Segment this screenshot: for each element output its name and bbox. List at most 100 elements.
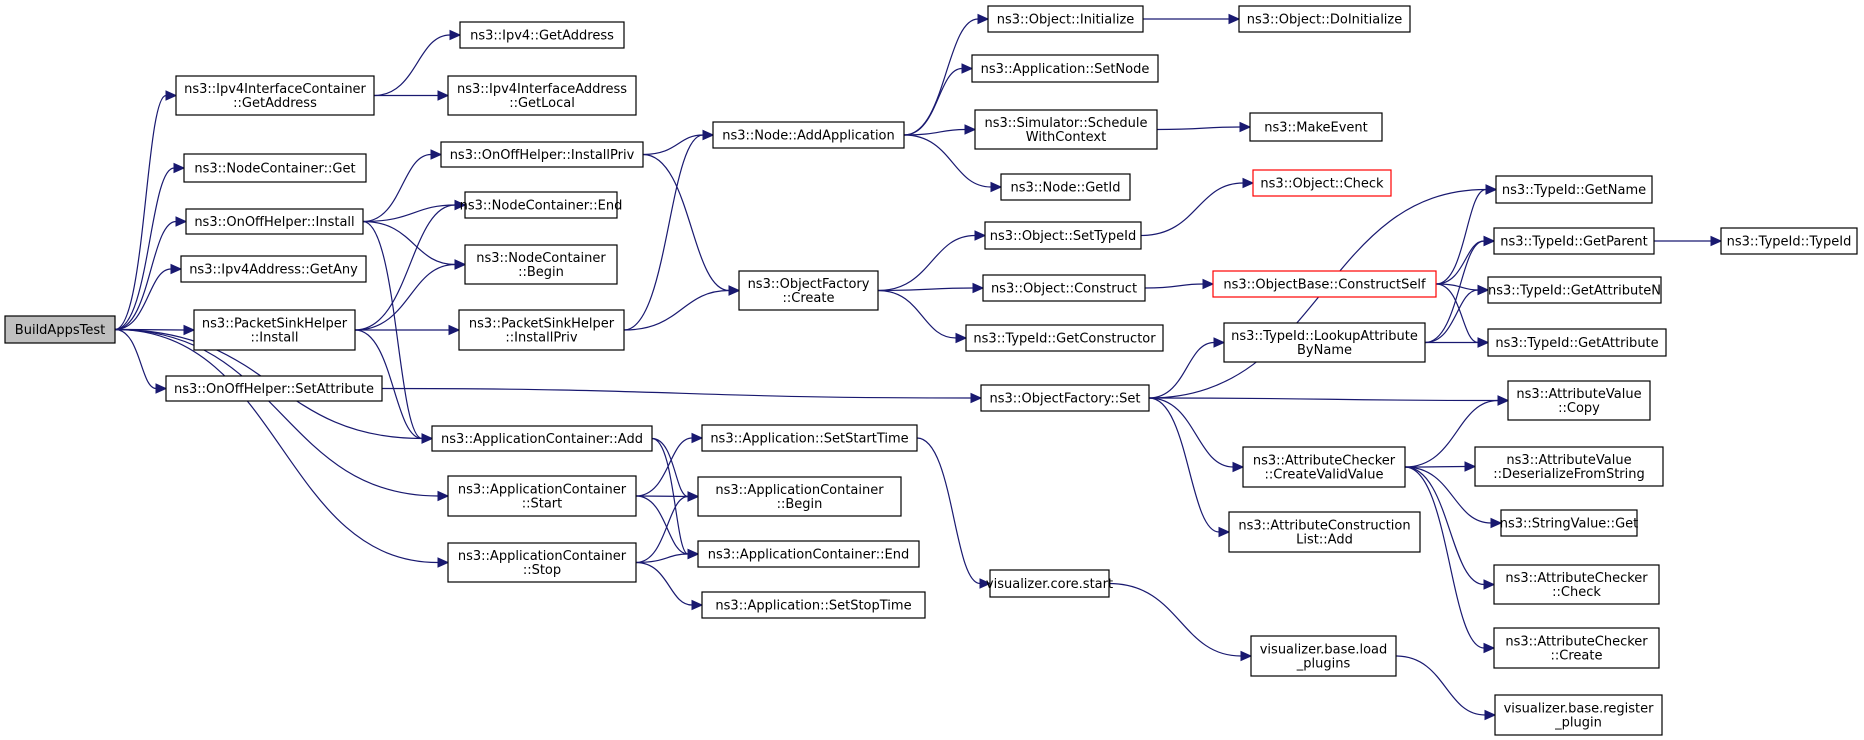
node-box[interactable]: [1249, 112, 1383, 142]
node-box[interactable]: [738, 270, 879, 311]
node-n47[interactable]: ns3::AttributeChecker::Create: [1493, 627, 1660, 669]
node-n21[interactable]: ns3::ObjectFactory::Create: [738, 270, 879, 311]
node-box[interactable]: [989, 569, 1110, 598]
node-n29[interactable]: ns3::ObjectFactory::Set: [980, 384, 1150, 412]
node-box[interactable]: [1493, 227, 1655, 255]
node-box[interactable]: [1494, 694, 1663, 736]
node-n14[interactable]: ns3::NodeContainer::Begin: [464, 244, 618, 285]
node-box[interactable]: [1487, 328, 1667, 357]
node-box[interactable]: [1228, 511, 1421, 553]
node-n20[interactable]: ns3::Node::AddApplication: [712, 121, 905, 149]
node-n0[interactable]: BuildAppsTest: [4, 315, 116, 344]
node-box[interactable]: [980, 384, 1150, 412]
node-box[interactable]: [183, 153, 367, 183]
node-n33[interactable]: ns3::Object::Check: [1252, 169, 1392, 197]
node-box[interactable]: [1223, 322, 1426, 363]
node-box[interactable]: [697, 476, 902, 517]
node-box[interactable]: [971, 54, 1159, 83]
node-n26[interactable]: ns3::Object::SetTypeId: [984, 221, 1142, 250]
node-box[interactable]: [458, 309, 625, 351]
node-n4[interactable]: ns3::Ipv4Address::GetAny: [180, 255, 367, 283]
node-n8[interactable]: ns3::ApplicationContainer::Start: [447, 475, 637, 517]
node-box[interactable]: [701, 424, 918, 452]
node-box[interactable]: [697, 540, 920, 568]
node-n38[interactable]: visualizer.base.load_plugins: [1250, 635, 1397, 677]
node-box[interactable]: [965, 324, 1164, 352]
node-box[interactable]: [193, 309, 356, 351]
node-n42[interactable]: ns3::TypeId::GetAttribute: [1487, 328, 1667, 357]
node-box[interactable]: [459, 21, 625, 49]
node-box[interactable]: [1720, 227, 1858, 255]
node-n49[interactable]: ns3::TypeId::TypeId: [1720, 227, 1858, 255]
node-n2[interactable]: ns3::NodeContainer::Get: [183, 153, 367, 183]
node-box[interactable]: [1493, 627, 1660, 669]
node-box[interactable]: [987, 5, 1144, 33]
node-box[interactable]: [1474, 446, 1664, 487]
node-n46[interactable]: ns3::AttributeChecker::Check: [1493, 564, 1660, 605]
node-n36[interactable]: ns3::AttributeChecker::CreateValidValue: [1242, 446, 1406, 488]
node-box[interactable]: [185, 208, 364, 235]
node-n45[interactable]: ns3::StringValue::Get: [1500, 509, 1638, 537]
node-n40[interactable]: ns3::TypeId::GetParent: [1493, 227, 1655, 255]
node-box[interactable]: [982, 274, 1146, 302]
node-box[interactable]: [180, 255, 367, 283]
node-n10[interactable]: ns3::Ipv4::GetAddress: [459, 21, 625, 49]
node-n18[interactable]: ns3::ApplicationContainer::End: [697, 540, 920, 568]
node-box[interactable]: [447, 542, 637, 583]
node-box[interactable]: [1495, 175, 1653, 204]
node-n6[interactable]: ns3::OnOffHelper::SetAttribute: [165, 375, 383, 402]
node-box[interactable]: [974, 109, 1158, 150]
node-box[interactable]: [1487, 276, 1662, 304]
node-n31[interactable]: ns3::Object::DoInitialize: [1238, 5, 1411, 33]
node-box[interactable]: [464, 244, 618, 285]
node-box[interactable]: [1242, 446, 1406, 488]
node-n1[interactable]: ns3::Ipv4InterfaceContainer::GetAddress: [175, 75, 375, 116]
node-n15[interactable]: ns3::PacketSinkHelper::InstallPriv: [458, 309, 625, 351]
node-box[interactable]: [431, 425, 653, 452]
node-box[interactable]: [1493, 564, 1660, 605]
node-n30[interactable]: visualizer.core.start: [986, 569, 1113, 598]
node-box[interactable]: [440, 141, 644, 168]
node-n19[interactable]: ns3::Application::SetStopTime: [701, 591, 926, 619]
node-n39[interactable]: ns3::TypeId::GetName: [1495, 175, 1653, 204]
node-n32[interactable]: ns3::MakeEvent: [1249, 112, 1383, 142]
node-box[interactable]: [1250, 635, 1397, 677]
node-box[interactable]: [1252, 169, 1392, 197]
node-n22[interactable]: ns3::Object::Initialize: [987, 5, 1144, 33]
node-n17[interactable]: ns3::ApplicationContainer::Begin: [697, 476, 902, 517]
node-box[interactable]: [464, 191, 618, 219]
node-n48[interactable]: visualizer.base.register_plugin: [1494, 694, 1663, 736]
node-n3[interactable]: ns3::OnOffHelper::Install: [185, 208, 364, 235]
node-n9[interactable]: ns3::ApplicationContainer::Stop: [447, 542, 637, 583]
node-box[interactable]: [1000, 173, 1131, 201]
node-n12[interactable]: ns3::OnOffHelper::InstallPriv: [440, 141, 644, 168]
node-n28[interactable]: ns3::TypeId::GetConstructor: [965, 324, 1164, 352]
node-n43[interactable]: ns3::AttributeValue::Copy: [1507, 380, 1651, 421]
node-box[interactable]: [4, 315, 116, 344]
node-n27[interactable]: ns3::Object::Construct: [982, 274, 1146, 302]
node-box[interactable]: [1212, 270, 1437, 298]
node-n25[interactable]: ns3::Node::GetId: [1000, 173, 1131, 201]
node-box[interactable]: [984, 221, 1142, 250]
node-box[interactable]: [447, 475, 637, 517]
node-box[interactable]: [1507, 380, 1651, 421]
node-n23[interactable]: ns3::Application::SetNode: [971, 54, 1159, 83]
node-n16[interactable]: ns3::Application::SetStartTime: [701, 424, 918, 452]
node-box[interactable]: [1238, 5, 1411, 33]
node-n44[interactable]: ns3::AttributeValue::DeserializeFromStri…: [1474, 446, 1664, 487]
node-box[interactable]: [701, 591, 926, 619]
node-box[interactable]: [175, 75, 375, 116]
node-box[interactable]: [447, 75, 637, 116]
node-box[interactable]: [1500, 509, 1638, 537]
node-n11[interactable]: ns3::Ipv4InterfaceAddress::GetLocal: [447, 75, 637, 116]
node-n13[interactable]: ns3::NodeContainer::End: [460, 191, 623, 219]
node-box[interactable]: [712, 121, 905, 149]
node-n7[interactable]: ns3::ApplicationContainer::Add: [431, 425, 653, 452]
node-n34[interactable]: ns3::ObjectBase::ConstructSelf: [1212, 270, 1437, 298]
node-n41[interactable]: ns3::TypeId::GetAttributeN: [1487, 276, 1662, 304]
node-box[interactable]: [165, 375, 383, 402]
node-n5[interactable]: ns3::PacketSinkHelper::Install: [193, 309, 356, 351]
